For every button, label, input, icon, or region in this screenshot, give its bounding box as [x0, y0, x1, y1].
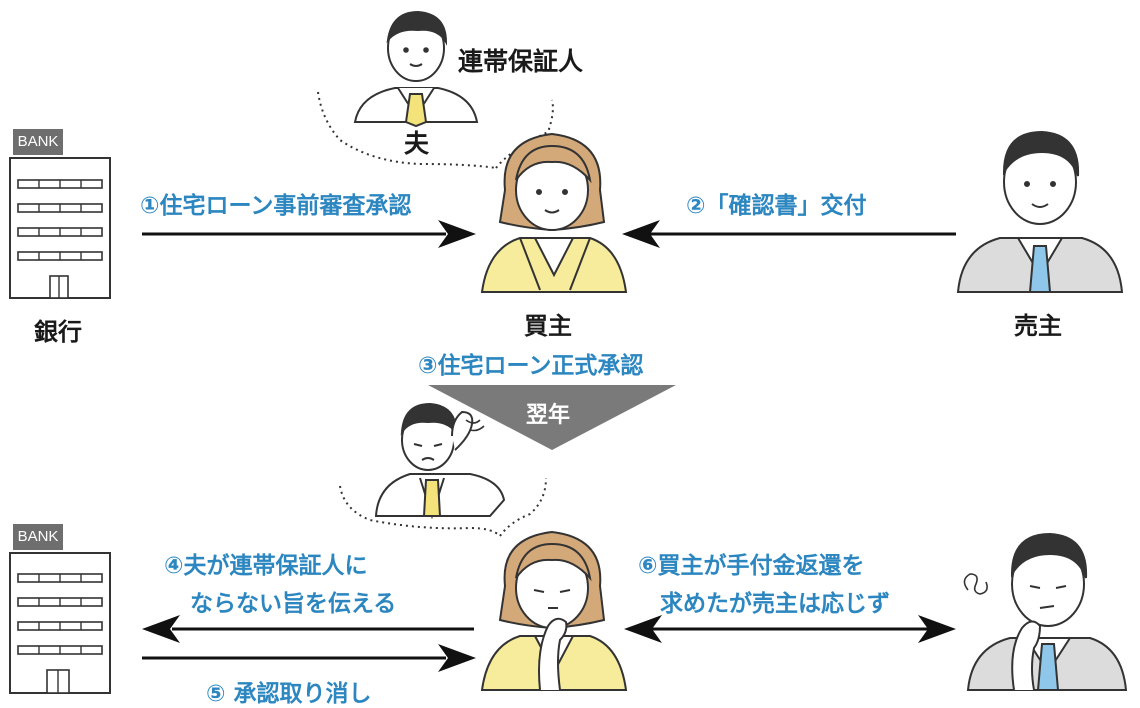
bank-sign: BANK [13, 129, 63, 155]
seller-worried-person-icon [963, 532, 1128, 691]
arrow-bank-to-buyer-cancel [142, 644, 476, 672]
step4-label-line2: ならない旨を伝える [190, 591, 397, 617]
husband-worried-person-icon [374, 402, 506, 520]
thought-bubble-outline [317, 91, 554, 169]
step2-label: ②「確認書」交付 [686, 193, 867, 219]
bank-sign: BANK [13, 524, 63, 550]
arrow-buyer-seller-bidirectional [624, 615, 956, 643]
seller-label: 売主 [1014, 312, 1062, 340]
buyer-label: 買主 [524, 312, 572, 340]
next-year-label: 翌年 [526, 403, 571, 428]
arrow-seller-to-buyer [622, 220, 956, 248]
thought-bubble-outline [339, 477, 547, 537]
arrow-bank-to-buyer [142, 220, 476, 248]
bank-label: 銀行 [34, 318, 82, 346]
step6-label-line2: 求めたが売主は応じず [660, 591, 890, 617]
bank-building-icon [9, 552, 111, 694]
step1-label: ①住宅ローン事前審査承認 [140, 193, 412, 219]
bank-building-icon [9, 157, 111, 299]
next-year-banner [428, 385, 676, 450]
husband-label: 夫 [404, 129, 430, 158]
step6-label-line1: ⑥買主が手付金返還を [638, 553, 865, 579]
buyer-person-icon [480, 132, 628, 293]
seller-person-icon [956, 130, 1124, 293]
guarantor-label: 連帯保証人 [458, 47, 584, 76]
husband-person-icon [353, 10, 479, 128]
step3-label: ③住宅ローン正式承認 [418, 353, 644, 379]
arrow-buyer-to-bank [142, 615, 474, 643]
step4-label-line1: ④夫が連帯保証人に [164, 553, 368, 579]
buyer-thinking-person-icon [480, 530, 628, 691]
